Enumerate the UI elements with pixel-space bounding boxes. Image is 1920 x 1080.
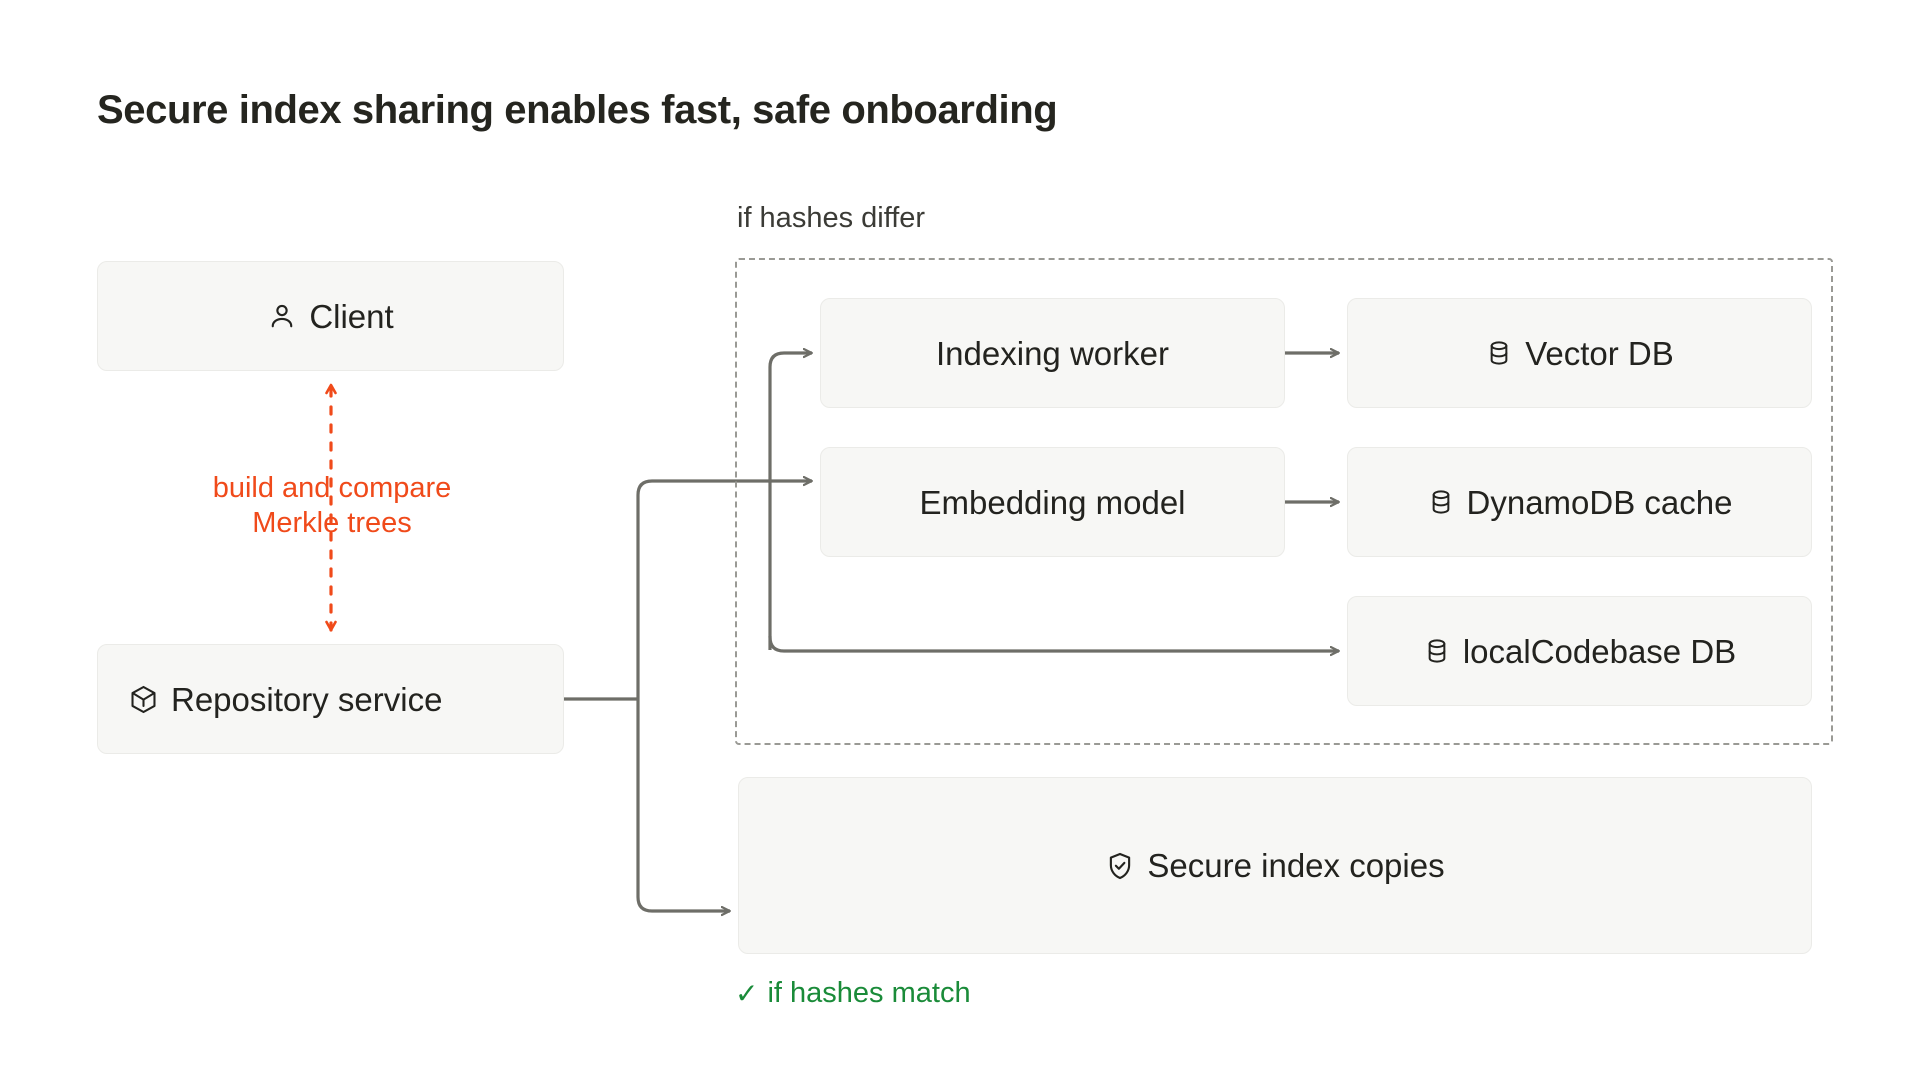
group-if-hashes-differ [735,258,1833,745]
node-vector-db[interactable]: Vector DB [1347,298,1812,408]
node-dynamodb-cache[interactable]: DynamoDB cache [1347,447,1812,557]
node-client-label: Client [309,297,394,335]
check-icon: ✓ [735,977,759,1009]
database-icon [1423,637,1451,665]
box-3d-icon [128,684,159,715]
database-icon [1427,488,1455,516]
if-hashes-match-annotation: ✓ if hashes match [735,977,971,1010]
edge-repository-localcodebase-db [768,635,1339,651]
user-icon [267,301,297,331]
merkle-trees-annotation: build and compare Merkle trees [212,472,452,540]
edge-repository-embedding-model [636,481,812,699]
database-icon [1485,339,1513,367]
node-secure-index-copies-label: Secure index copies [1147,847,1445,884]
node-localcodebase-db[interactable]: localCodebase DB [1347,596,1812,706]
node-secure-index-copies[interactable]: Secure index copies [738,777,1812,954]
node-repository-service-label: Repository service [171,680,443,718]
node-indexing-worker[interactable]: Indexing worker [820,298,1285,408]
node-indexing-worker-label: Indexing worker [936,334,1169,372]
if-hashes-match-text: if hashes match [767,977,971,1009]
node-embedding-model[interactable]: Embedding model [820,447,1285,557]
edge-repository-indexing-worker [768,353,812,650]
page-title: Secure index sharing enables fast, safe … [97,88,1058,132]
node-client[interactable]: Client [97,261,564,371]
node-vector-db-label: Vector DB [1525,334,1674,372]
shield-check-icon [1105,851,1135,881]
node-dynamodb-cache-label: DynamoDB cache [1466,483,1733,521]
node-repository-service[interactable]: Repository service [97,644,564,754]
group-if-hashes-differ-label: if hashes differ [737,202,926,234]
node-embedding-model-label: Embedding model [919,483,1186,521]
edge-repository-secure-index [636,699,730,911]
node-localcodebase-db-label: localCodebase DB [1462,632,1737,670]
